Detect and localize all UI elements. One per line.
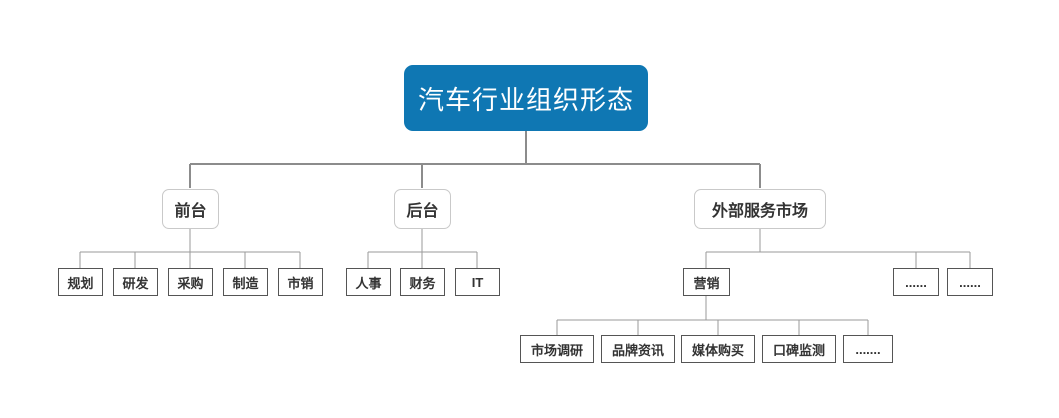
node-rnd[interactable]: 研发 xyxy=(113,268,158,296)
node-media-buying[interactable]: 媒体购买 xyxy=(681,335,755,363)
node-more-external-2[interactable]: ...... xyxy=(947,268,993,296)
root-node-automotive-org-structure[interactable]: 汽车行业组织形态 xyxy=(404,65,648,131)
node-more-marketing[interactable]: ....... xyxy=(843,335,893,363)
node-it[interactable]: IT xyxy=(455,268,500,296)
node-procurement[interactable]: 采购 xyxy=(168,268,213,296)
node-external-service-market[interactable]: 外部服务市场 xyxy=(694,189,826,229)
node-back-office[interactable]: 后台 xyxy=(394,189,451,229)
node-hr[interactable]: 人事 xyxy=(346,268,391,296)
node-market-research[interactable]: 市场调研 xyxy=(520,335,594,363)
node-front-office[interactable]: 前台 xyxy=(162,189,219,229)
node-brand-info[interactable]: 品牌资讯 xyxy=(601,335,675,363)
node-reputation-monitoring[interactable]: 口碑监测 xyxy=(762,335,836,363)
node-finance[interactable]: 财务 xyxy=(400,268,445,296)
node-more-external-1[interactable]: ...... xyxy=(893,268,939,296)
node-marketing-sales[interactable]: 市销 xyxy=(278,268,323,296)
node-manufacturing[interactable]: 制造 xyxy=(223,268,268,296)
node-planning[interactable]: 规划 xyxy=(58,268,103,296)
node-marketing[interactable]: 营销 xyxy=(683,268,730,296)
